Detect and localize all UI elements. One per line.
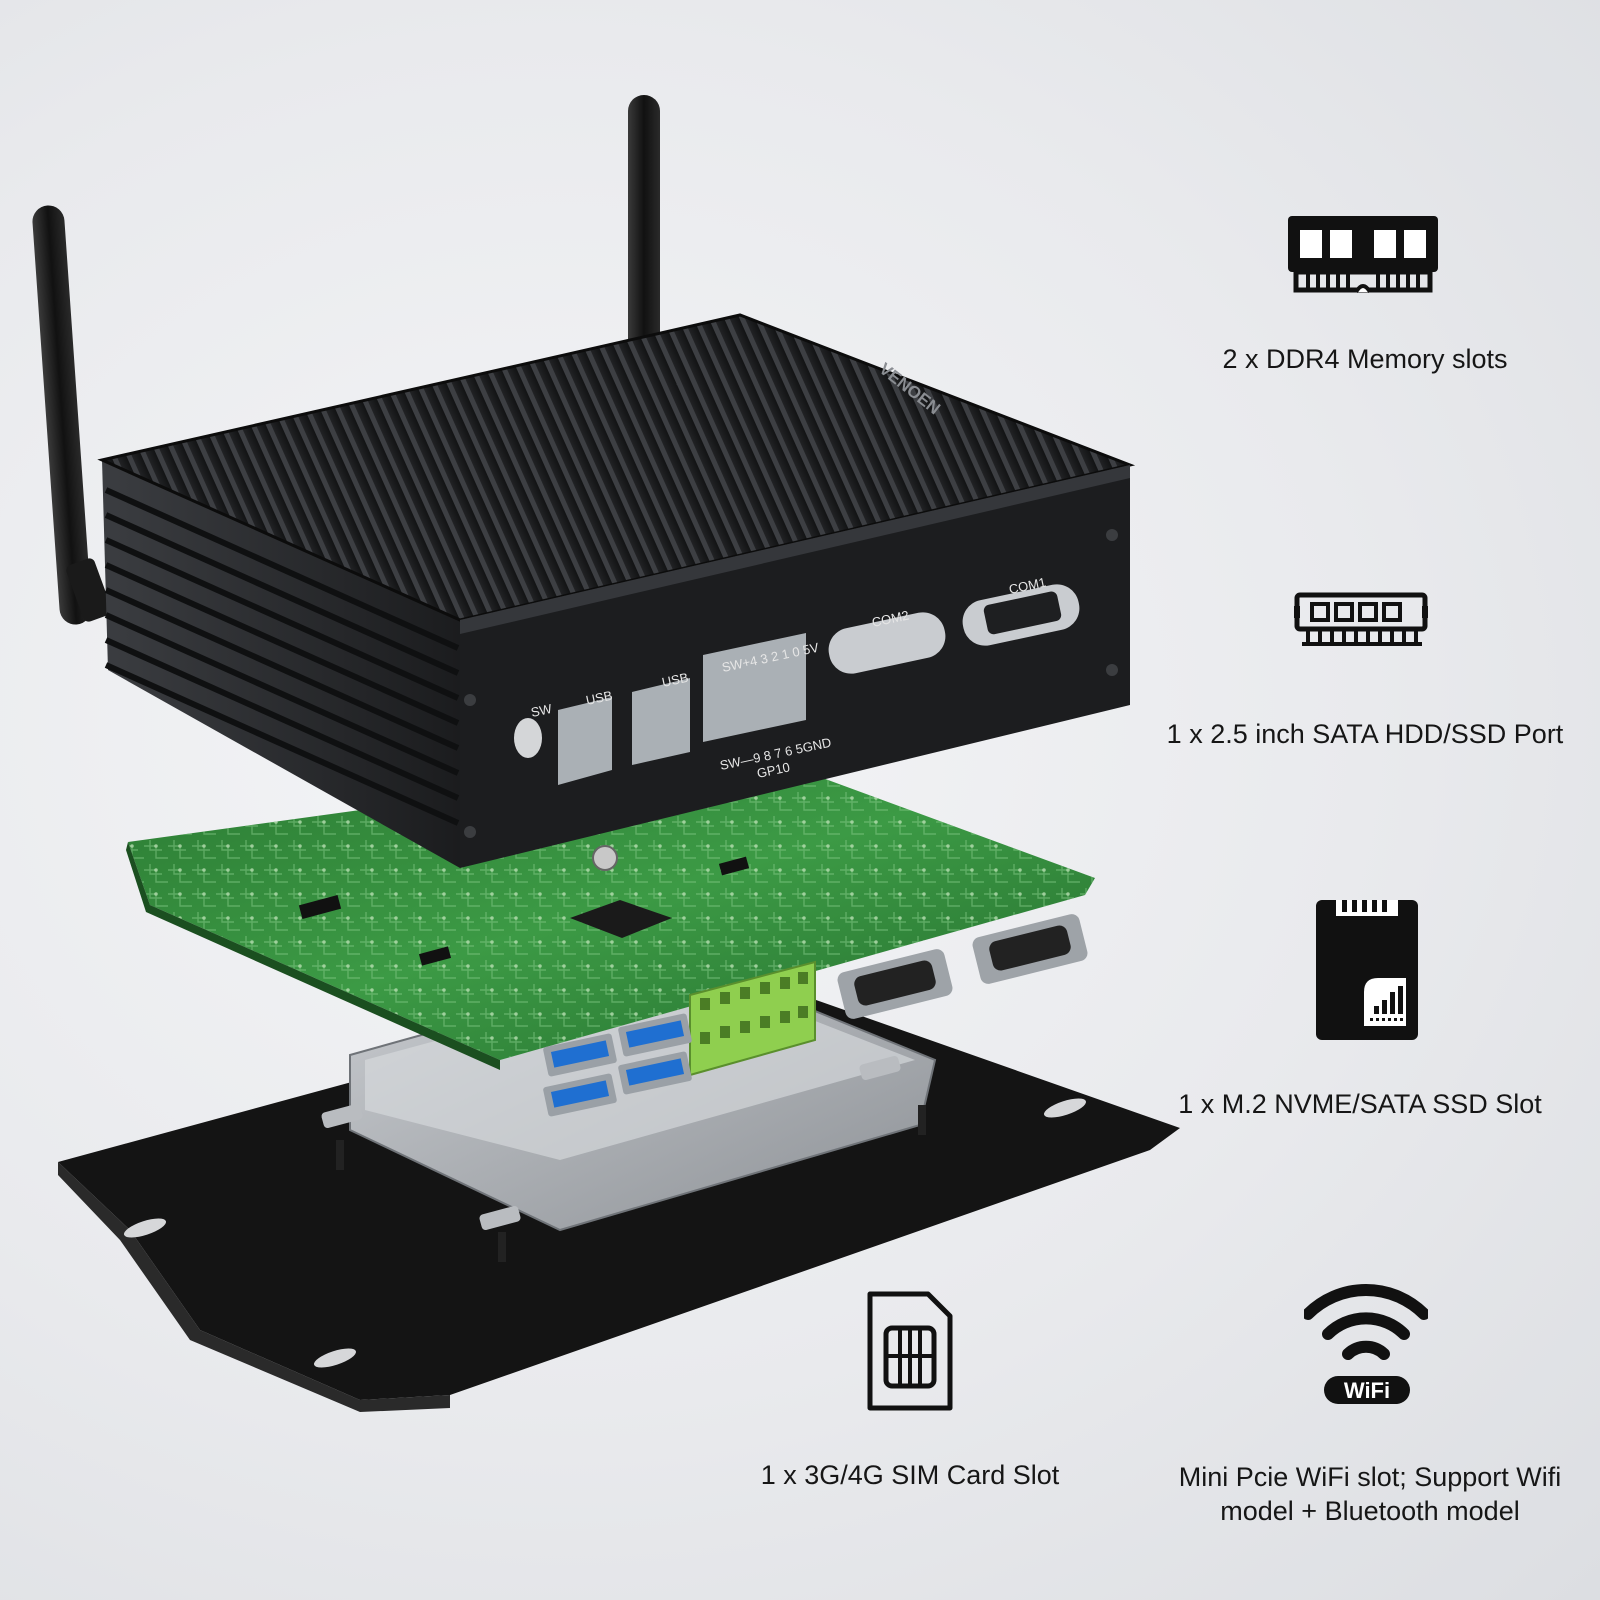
power-button-hole: [514, 718, 542, 758]
feature-label-m2: 1 x M.2 NVME/SATA SSD Slot: [1178, 1089, 1542, 1119]
port-label-usb-1: USB: [585, 688, 614, 708]
com2-cutout: [828, 612, 946, 674]
wifi-badge-text: WiFi: [1344, 1378, 1390, 1403]
port-label-gpio-name: GP10: [756, 759, 792, 781]
feature-label-sim: 1 x 3G/4G SIM Card Slot: [760, 1460, 1060, 1490]
wifi-icon: WiFi: [1304, 1283, 1428, 1404]
wifi-antenna-right: [628, 95, 660, 365]
feature-label-memory: 2 x DDR4 Memory slots: [1222, 344, 1508, 374]
serial-ports: [837, 914, 1088, 1019]
feature-label-sata: 1 x 2.5 inch SATA HDD/SSD Port: [1166, 719, 1564, 749]
ssd-card-icon: [1316, 900, 1418, 1040]
wifi-antenna-left: [32, 205, 112, 625]
port-label-usb-2: USB: [661, 670, 690, 690]
sata-port-icon: [1294, 592, 1428, 646]
keyhole-slot: [313, 1348, 357, 1368]
motherboard: [126, 755, 1095, 1117]
port-label-sw: SW: [530, 701, 554, 720]
cpu-chip: [570, 900, 672, 938]
keyhole-slot: [1043, 1098, 1087, 1118]
feature-label-wifi-line1: Mini Pcie WiFi slot; Support Wifi: [1178, 1462, 1562, 1492]
memory-module-icon: [1288, 216, 1438, 294]
sim-card-icon: [867, 1291, 953, 1411]
feature-label-wifi-line2: model + Bluetooth model: [1220, 1496, 1520, 1526]
keyhole-slot: [123, 1218, 167, 1238]
usb-port-stack: [543, 1013, 692, 1117]
fanless-case: VENOEN SW USB USB SW+4 3 2 1 0 5V SW—9 8…: [97, 313, 1136, 868]
gpio-terminal-block: [689, 960, 816, 1077]
